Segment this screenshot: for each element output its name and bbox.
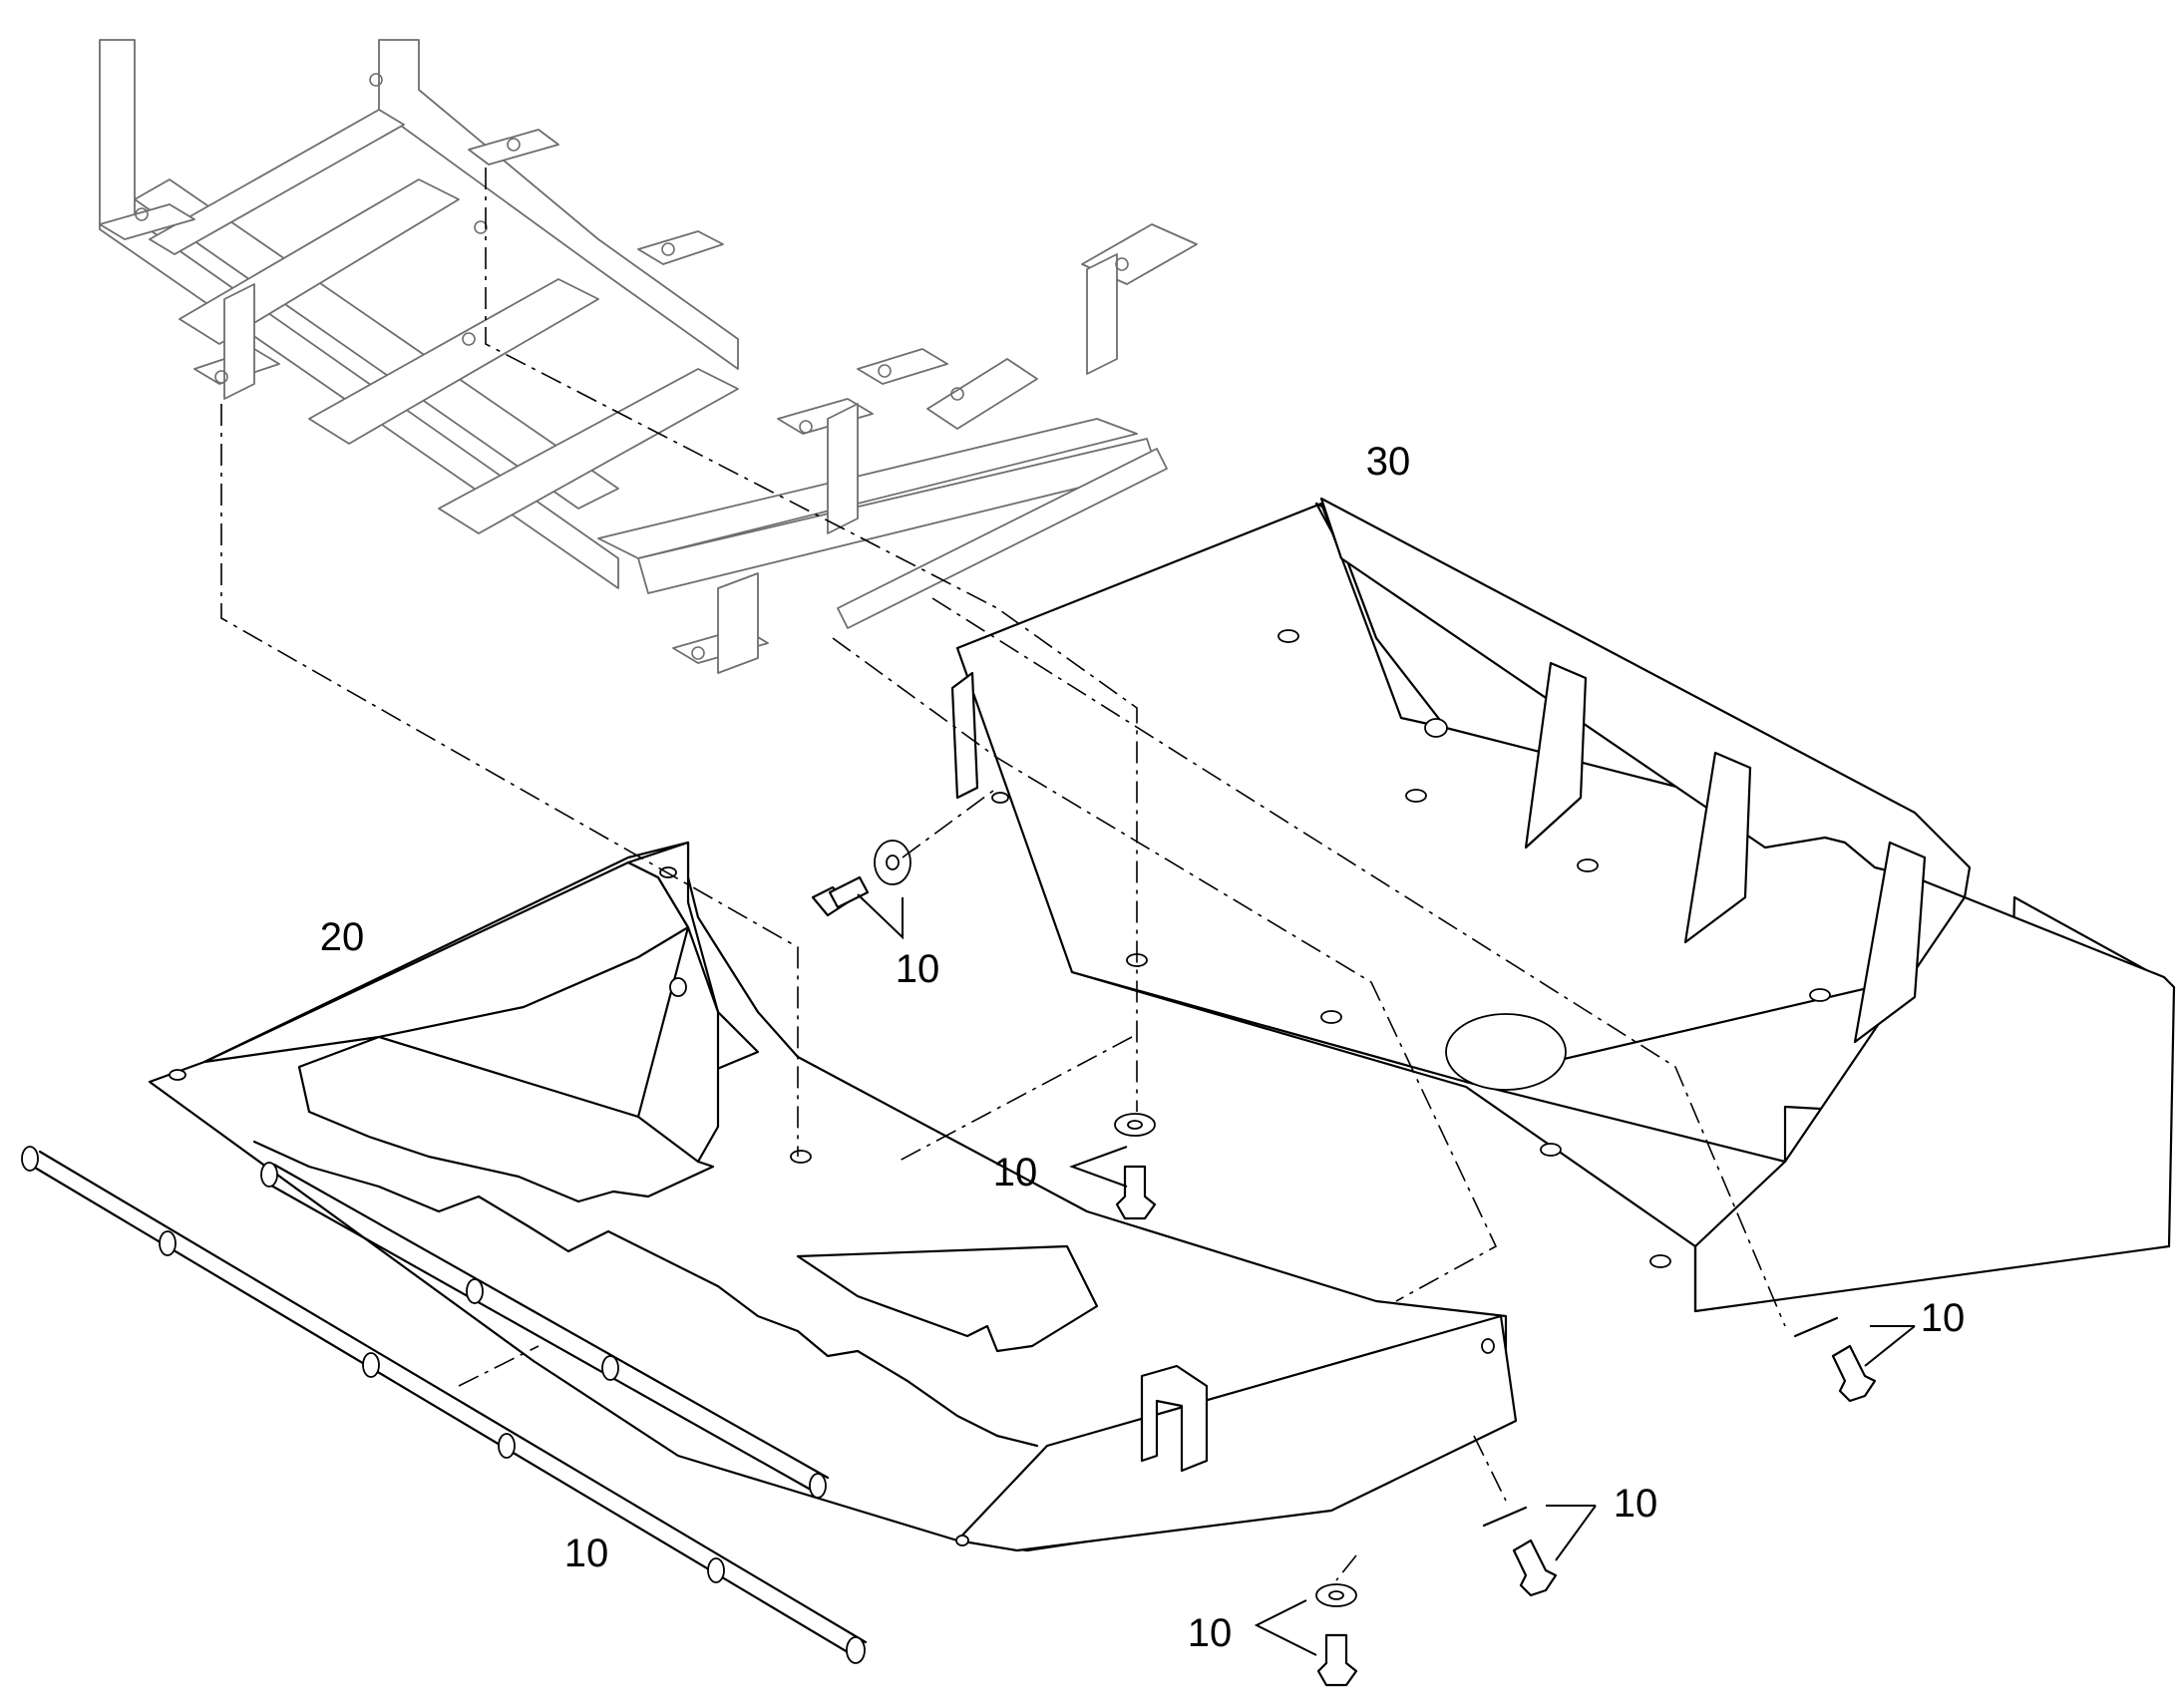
callout-20: 20 xyxy=(319,915,365,959)
callout-30: 30 xyxy=(1365,440,1411,484)
rods xyxy=(21,1146,868,1664)
callout-10-lower-right: 10 xyxy=(1613,1482,1658,1526)
callout-10-washer-bolt: 10 xyxy=(895,947,940,991)
part-20-pan xyxy=(148,841,1518,1552)
callout-10-rods: 10 xyxy=(563,1532,609,1575)
part-30-pan xyxy=(950,497,2176,1313)
vehicle-frame xyxy=(99,39,1198,674)
callout-10-center: 10 xyxy=(992,1151,1038,1195)
callout-10-bottom: 10 xyxy=(1187,1611,1233,1655)
leader-lines xyxy=(857,893,1916,1656)
assembly-lines xyxy=(220,168,1786,1581)
callout-10-right: 10 xyxy=(1920,1296,1966,1340)
hardware xyxy=(811,840,1877,1687)
